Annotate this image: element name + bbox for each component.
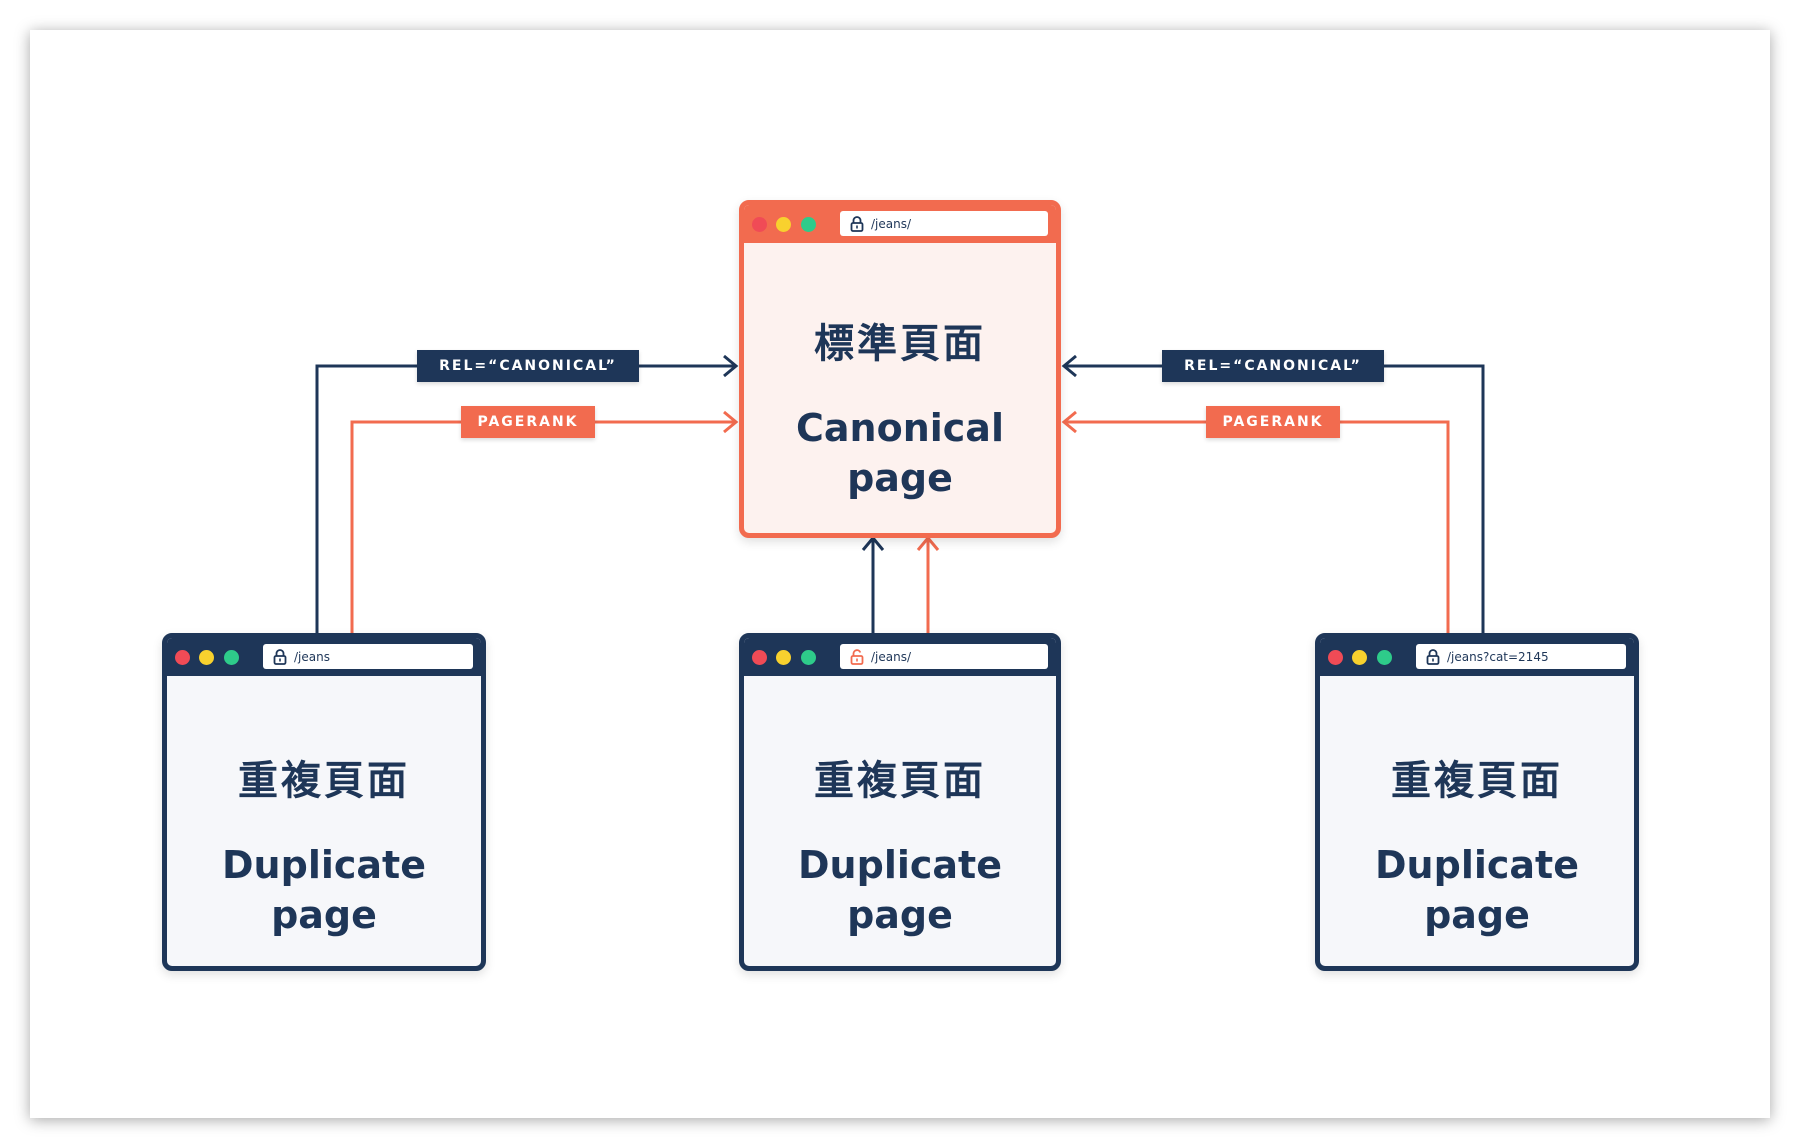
right-rel-arrowhead <box>1061 354 1077 378</box>
pagerank-tag-right: PAGERANK <box>1206 406 1340 438</box>
page-url: /jeans <box>294 649 330 664</box>
canonical-title-en-line2: page <box>847 456 953 500</box>
maximize-dot-icon <box>224 650 239 665</box>
duplicate-page-window-left: /jeans 重複頁面 Duplicate page <box>162 633 486 971</box>
lock-icon <box>850 215 864 232</box>
window-content: 重複頁面 Duplicate page <box>744 676 1056 966</box>
window-content: 重複頁面 Duplicate page <box>167 676 481 966</box>
page-url: /jeans/ <box>871 649 912 664</box>
duplicate-title-en-line1: Duplicate <box>222 843 426 887</box>
center-rel-arrowhead <box>861 535 885 551</box>
close-dot-icon <box>175 650 190 665</box>
left-pagerank-arrowhead <box>723 410 739 434</box>
close-dot-icon <box>1328 650 1343 665</box>
close-dot-icon <box>752 650 767 665</box>
pagerank-tag-left: PAGERANK <box>461 406 595 438</box>
duplicate-page-window-right: /jeans?cat=2145 重複頁面 Duplicate page <box>1315 633 1639 971</box>
rel-canonical-tag-left: REL=“CANONICAL” <box>417 350 639 382</box>
address-bar: /jeans <box>263 644 473 669</box>
duplicate-title-en-line2: page <box>271 893 377 937</box>
canonical-title-zh: 標準頁面 <box>814 321 986 367</box>
right-pagerank-arrowhead <box>1061 410 1077 434</box>
close-dot-icon <box>752 217 767 232</box>
maximize-dot-icon <box>801 217 816 232</box>
duplicate-title-zh: 重複頁面 <box>1391 758 1563 804</box>
canonical-page-window: /jeans/ 標準頁面 Canonical page <box>739 200 1061 538</box>
lock-icon <box>273 648 287 665</box>
minimize-dot-icon <box>776 217 791 232</box>
duplicate-title-en-line2: page <box>847 893 953 937</box>
lock-icon <box>1426 648 1440 665</box>
duplicate-title-zh: 重複頁面 <box>814 758 986 804</box>
minimize-dot-icon <box>776 650 791 665</box>
address-bar: /jeans/ <box>840 644 1048 669</box>
left-rel-arrowhead <box>723 354 739 378</box>
left-pagerank-line <box>350 420 734 633</box>
duplicate-page-window-center: /jeans/ 重複頁面 Duplicate page <box>739 633 1061 971</box>
duplicate-title-zh: 重複頁面 <box>238 758 410 804</box>
window-content: 標準頁面 Canonical page <box>744 243 1056 533</box>
maximize-dot-icon <box>801 650 816 665</box>
page-url: /jeans/ <box>871 216 912 231</box>
unlocked-lock-icon <box>850 648 864 665</box>
address-bar: /jeans?cat=2145 <box>1416 644 1626 669</box>
center-pagerank-arrowhead <box>916 535 940 551</box>
window-titlebar: /jeans/ <box>744 205 1056 243</box>
window-titlebar: /jeans/ <box>744 638 1056 676</box>
window-titlebar: /jeans <box>167 638 481 676</box>
minimize-dot-icon <box>199 650 214 665</box>
page-url: /jeans?cat=2145 <box>1447 649 1549 664</box>
canonical-title-en-line1: Canonical <box>796 406 1004 450</box>
maximize-dot-icon <box>1377 650 1392 665</box>
duplicate-title-en-line1: Duplicate <box>798 843 1002 887</box>
right-pagerank-line <box>1066 420 1450 633</box>
minimize-dot-icon <box>1352 650 1367 665</box>
window-titlebar: /jeans?cat=2145 <box>1320 638 1634 676</box>
duplicate-title-en-line1: Duplicate <box>1375 843 1579 887</box>
duplicate-title-en-line2: page <box>1424 893 1530 937</box>
rel-canonical-tag-right: REL=“CANONICAL” <box>1162 350 1384 382</box>
window-content: 重複頁面 Duplicate page <box>1320 676 1634 966</box>
address-bar: /jeans/ <box>840 211 1048 236</box>
